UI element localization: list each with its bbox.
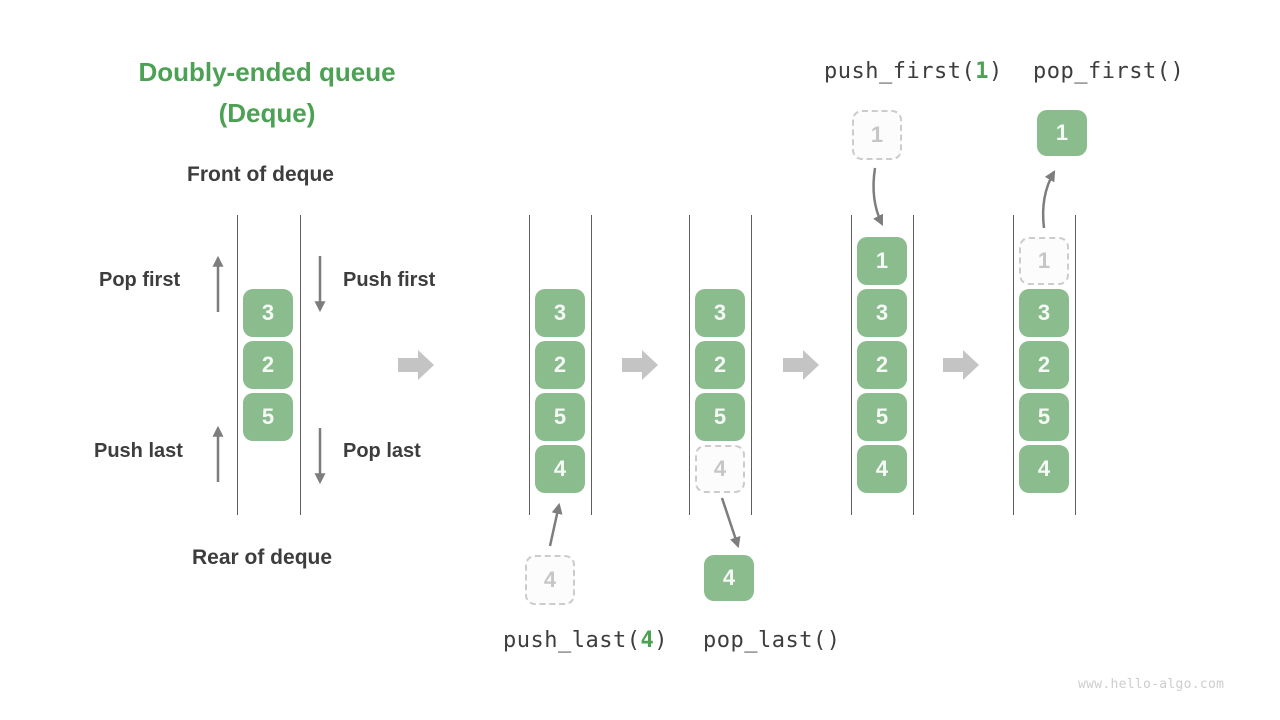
queue-item: 5 [857, 393, 907, 441]
pop-first-code-label: pop_first() [1033, 59, 1184, 84]
pop-last-code-label: pop_last() [703, 628, 840, 653]
queue-item: 5 [695, 393, 745, 441]
queue-item: 2 [857, 341, 907, 389]
code-suffix: ) [988, 59, 1003, 84]
queue-item: 3 [535, 289, 585, 337]
queue-item: 1 [857, 237, 907, 285]
deque-stage-after-push-last: 3 2 5 4 [529, 215, 592, 515]
queue-item: 3 [243, 289, 293, 337]
queue-item: 4 [535, 445, 585, 493]
page-title: Doubly-ended queue (Deque) [117, 52, 417, 134]
push-last-label: Push last [94, 440, 183, 462]
deque-stage-after-pop-last: 3 2 5 4 [689, 215, 752, 515]
pop-last-label: Pop last [343, 440, 421, 462]
right-block-arrow-icon [398, 350, 434, 380]
queue-item: 2 [535, 341, 585, 389]
right-block-arrow-icon [622, 350, 658, 380]
code-arg: 1 [975, 59, 989, 84]
queue-item-ghost: 1 [1019, 237, 1069, 285]
right-block-arrow-icon [783, 350, 819, 380]
code-prefix: push_last( [503, 628, 641, 653]
code-arg: 4 [640, 628, 655, 653]
deque-stage-initial: 3 2 5 [237, 215, 301, 515]
queue-item: 3 [857, 289, 907, 337]
queue-item: 5 [535, 393, 585, 441]
queue-item: 4 [1019, 445, 1069, 493]
queue-item-ghost: 4 [695, 445, 745, 493]
push-last-element-ghost: 4 [525, 555, 575, 605]
deque-stage-after-push-first: 1 3 2 5 4 [851, 215, 914, 515]
right-block-arrow-icon [943, 350, 979, 380]
code-suffix: ) [1170, 59, 1185, 84]
code-suffix: ) [654, 628, 668, 653]
pop-first-element: 1 [1037, 110, 1087, 156]
watermark: www.hello-algo.com [1078, 677, 1225, 692]
pop-last-element: 4 [704, 555, 754, 601]
push-last-code-label: push_last(4) [503, 628, 668, 653]
deque-stage-after-pop-first: 1 3 2 5 4 [1013, 215, 1076, 515]
queue-item: 4 [857, 445, 907, 493]
front-of-deque-label: Front of deque [187, 163, 334, 186]
code-prefix: push_first( [824, 59, 976, 84]
push-first-code-label: push_first(1) [824, 59, 1003, 84]
code-suffix: ) [826, 628, 841, 653]
pop-first-label: Pop first [99, 269, 181, 291]
queue-item: 5 [1019, 393, 1069, 441]
queue-item: 2 [243, 341, 293, 389]
code-prefix: pop_first( [1033, 59, 1171, 84]
code-prefix: pop_last( [703, 628, 827, 653]
queue-item: 2 [695, 341, 745, 389]
queue-item: 5 [243, 393, 293, 441]
queue-item: 3 [1019, 289, 1069, 337]
title-line-1: Doubly-ended queue [138, 57, 396, 87]
queue-item: 2 [1019, 341, 1069, 389]
push-first-element-ghost: 1 [852, 110, 902, 160]
queue-item: 3 [695, 289, 745, 337]
push-first-label: Push first [343, 269, 436, 291]
rear-of-deque-label: Rear of deque [192, 546, 333, 569]
title-line-2: (Deque) [218, 98, 316, 128]
